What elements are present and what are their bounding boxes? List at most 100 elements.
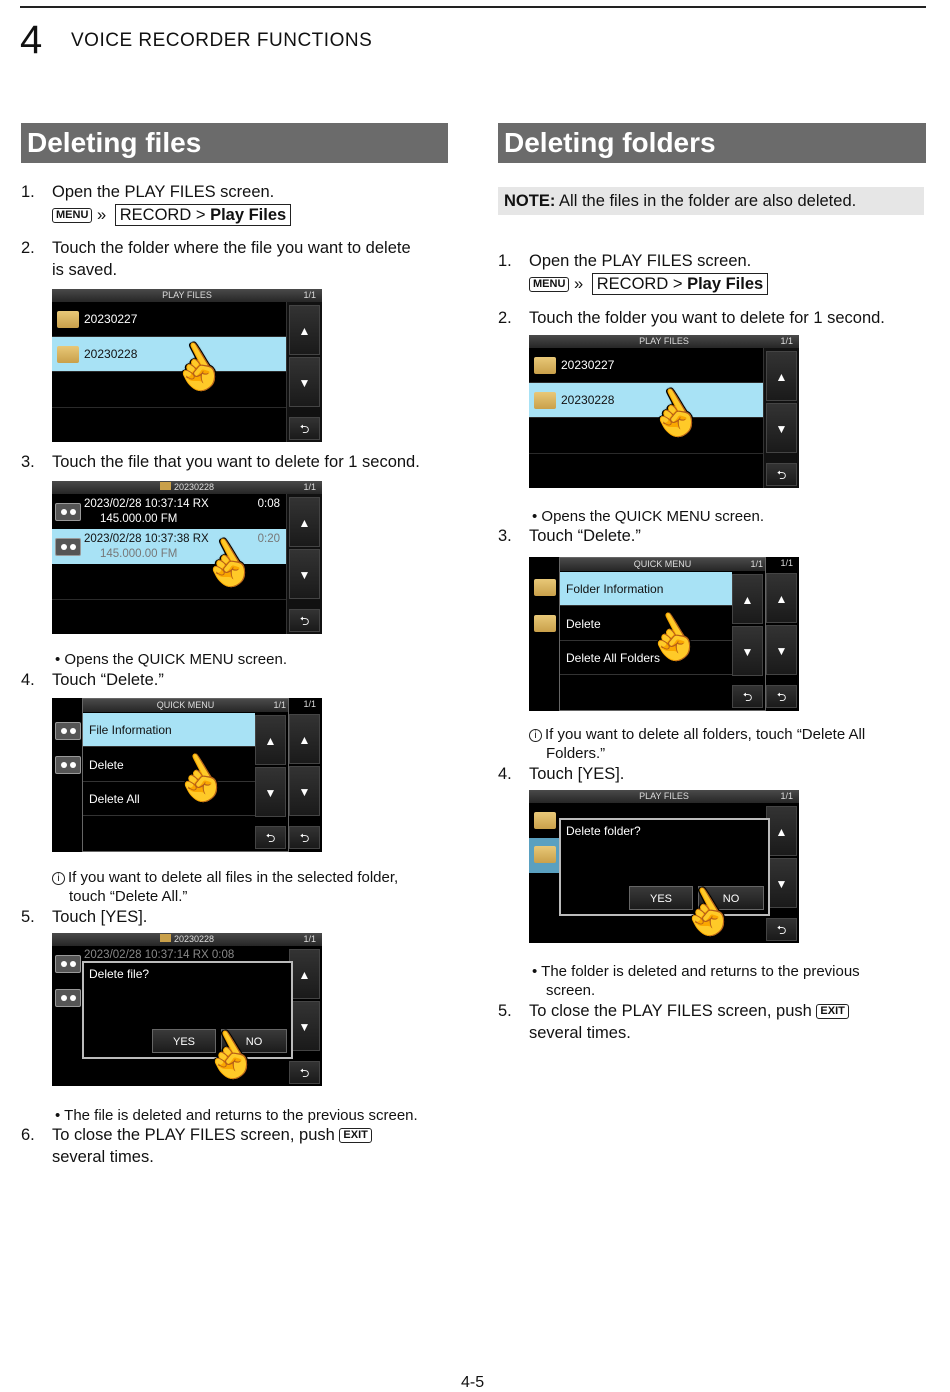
screen-header-folder: 20230228 xyxy=(52,933,322,946)
left-step-5: 5. Touch [YES]. xyxy=(21,906,451,928)
qm-down-button[interactable]: ▼ xyxy=(255,767,286,817)
screen-header-folder: 20230228 xyxy=(52,481,322,494)
bullet-text: Opens the QUICK MENU screen. xyxy=(64,651,287,668)
step-number: 5. xyxy=(498,1002,512,1020)
down-button-behind: ▼ xyxy=(766,625,797,675)
down-button[interactable]: ▼ xyxy=(289,357,320,407)
folder-icon xyxy=(57,311,79,328)
folder-icon xyxy=(534,615,556,632)
back-button[interactable]: ⮌ xyxy=(289,417,320,440)
page-indicator-behind: 1/1 xyxy=(303,699,316,709)
folder-icon xyxy=(534,392,556,409)
record-timestamp: 2023/02/28 10:37:14 RX xyxy=(84,498,209,510)
qm-up-button[interactable]: ▲ xyxy=(732,574,763,624)
section-title-deleting-folders: Deleting folders xyxy=(498,123,926,163)
step-text-main: To close the PLAY FILES screen, push xyxy=(529,1002,812,1020)
note-label: NOTE: xyxy=(504,192,556,210)
record-frequency: 145.000.00 FM xyxy=(100,513,178,525)
delete-folder-dialog: Delete folder? YES NO xyxy=(559,818,770,916)
qm-item-delete[interactable]: Delete xyxy=(560,607,732,641)
step-text: Touch “Delete.” xyxy=(52,671,164,689)
folder-name: 20230227 xyxy=(84,312,138,326)
exit-key: EXIT xyxy=(816,1004,849,1020)
screen-header: PLAY FILES xyxy=(52,289,322,302)
yes-button[interactable]: YES xyxy=(152,1029,216,1053)
down-button: ▼ xyxy=(766,858,797,908)
up-button-behind: ▲ xyxy=(766,573,797,623)
qm-item-delete[interactable]: Delete xyxy=(83,748,255,782)
folder-row[interactable]: 20230227 xyxy=(529,348,763,383)
step-text-cont: several times. xyxy=(529,1024,631,1042)
down-button: ▼ xyxy=(289,1001,320,1051)
qm-item-delete-all[interactable]: Delete All xyxy=(83,782,255,816)
screen-header: PLAY FILES xyxy=(529,790,799,803)
up-button[interactable]: ▲ xyxy=(289,305,320,355)
page-indicator: 1/1 xyxy=(780,336,793,346)
empty-row xyxy=(529,454,763,488)
right-bullet-2-cont: screen. xyxy=(546,982,596,999)
step-text: Touch the folder where the file you want… xyxy=(52,239,411,257)
bullet-text: Opens the QUICK MENU screen. xyxy=(541,508,764,525)
folder-row-selected[interactable]: 20230228 xyxy=(52,337,286,372)
empty-row xyxy=(52,408,286,442)
folder-icon xyxy=(159,482,171,490)
folder-row[interactable]: 20230227 xyxy=(52,302,286,337)
back-button[interactable]: ⮌ xyxy=(289,609,320,632)
down-button[interactable]: ▼ xyxy=(289,549,320,599)
quick-menu: QUICK MENU 1/1 File Information Delete D… xyxy=(82,698,289,852)
up-button[interactable]: ▲ xyxy=(289,497,320,547)
page-indicator: 1/1 xyxy=(750,559,763,569)
right-step-5: 5. To close the PLAY FILES screen, push … xyxy=(498,1000,928,1044)
back-button[interactable]: ⮌ xyxy=(766,463,797,486)
delete-file-dialog: Delete file? YES NO xyxy=(82,961,293,1059)
bullet-text: The folder is deleted and returns to the… xyxy=(541,963,860,980)
record-duration: 0:20 xyxy=(257,533,280,545)
info-icon: i xyxy=(529,729,542,742)
no-button[interactable]: NO xyxy=(698,886,764,910)
back-button-behind: ⮌ xyxy=(766,685,797,708)
record-row-behind: 2023/02/28 10:37:14 RX 0:08 xyxy=(84,949,235,961)
menu-path-box: RECORD > Play Files xyxy=(591,273,769,295)
section-title-deleting-files: Deleting files xyxy=(21,123,448,163)
down-button-behind: ▼ xyxy=(289,766,320,816)
back-button-behind: ⮌ xyxy=(289,826,320,849)
step-number: 3. xyxy=(498,527,512,545)
menu-key: MENU xyxy=(529,277,570,293)
qm-back-button[interactable]: ⮌ xyxy=(732,685,763,708)
back-button: ⮌ xyxy=(289,1061,320,1084)
folder-icon xyxy=(159,934,171,942)
left-menu-path: MENU » RECORD > Play Files xyxy=(52,204,292,226)
qm-item-folder-information[interactable]: Folder Information xyxy=(560,572,732,606)
folder-row-selected[interactable]: 20230228 xyxy=(529,383,763,418)
up-button: ▲ xyxy=(289,949,320,999)
step-number: 2. xyxy=(498,309,512,327)
step-number: 4. xyxy=(498,765,512,783)
qm-down-button[interactable]: ▼ xyxy=(732,626,763,676)
step-number: 1. xyxy=(498,252,512,270)
screen-play-files-folders-right: PLAY FILES 1/1 20230227 20230228 ▲ ▼ ⮌ ☝ xyxy=(529,335,799,488)
left-step-3: 3. Touch the file that you want to delet… xyxy=(21,451,451,473)
yes-button[interactable]: YES xyxy=(629,886,693,910)
no-button[interactable]: NO xyxy=(221,1029,287,1053)
folder-icon xyxy=(534,579,556,596)
right-step-1: 1. Open the PLAY FILES screen. xyxy=(498,250,928,272)
right-info-note-cont: Folders.” xyxy=(546,745,606,762)
folder-name: 20230227 xyxy=(561,358,615,372)
path-prefix: RECORD > xyxy=(119,206,211,224)
down-button[interactable]: ▼ xyxy=(766,403,797,453)
qm-up-button[interactable]: ▲ xyxy=(255,715,286,765)
up-button-behind: ▲ xyxy=(289,714,320,764)
qm-item-file-information[interactable]: File Information xyxy=(83,713,255,747)
step-text: Touch the file that you want to delete f… xyxy=(52,453,420,471)
raquo: » xyxy=(573,275,584,293)
left-step-2: 2. Touch the folder where the file you w… xyxy=(21,237,451,281)
recording-icon xyxy=(55,756,81,774)
qm-item-delete-all-folders[interactable]: Delete All Folders xyxy=(560,641,732,675)
recording-icon xyxy=(55,722,81,740)
up-button[interactable]: ▲ xyxy=(766,351,797,401)
qm-back-button[interactable]: ⮌ xyxy=(255,826,286,849)
